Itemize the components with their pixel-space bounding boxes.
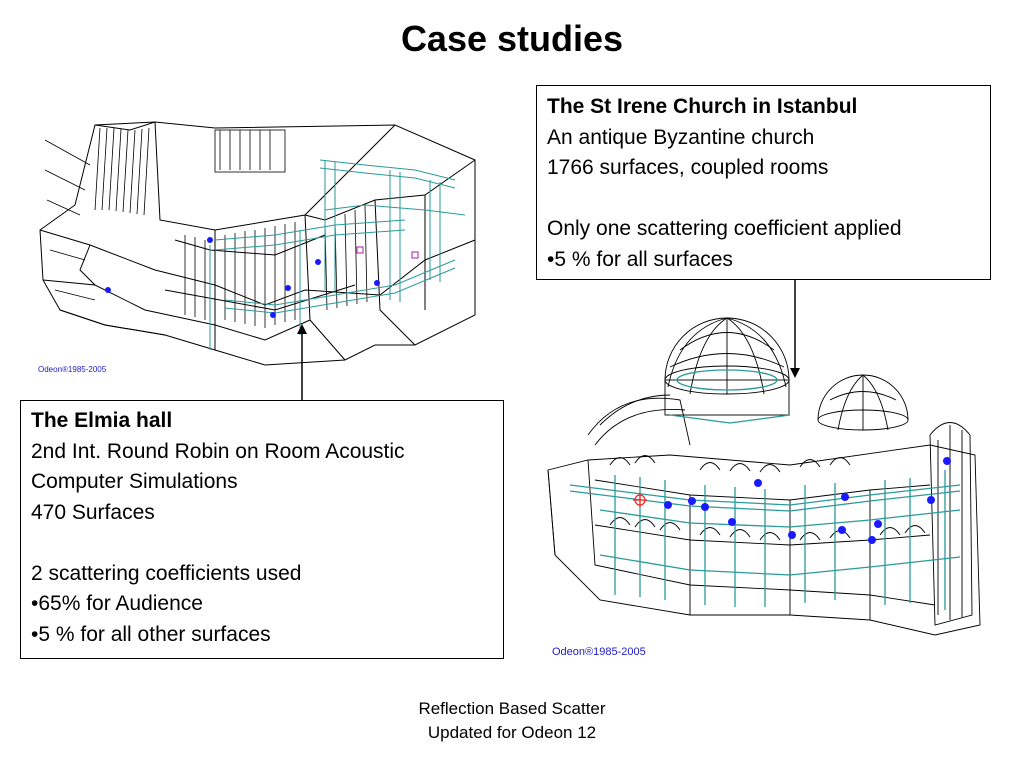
- footer-line-1: Reflection Based Scatter: [418, 699, 606, 718]
- elmia-line-5: •65% for Audience: [31, 592, 203, 615]
- st-irene-info-box: The St Irene Church in Istanbul An antiq…: [536, 85, 991, 280]
- irene-heading: The St Irene Church in Istanbul: [547, 95, 858, 118]
- elmia-pointer-arrow: [297, 324, 307, 402]
- elmia-heading: The Elmia hall: [31, 409, 173, 432]
- elmia-line-1: 2nd Int. Round Robin on Room Acoustic: [31, 439, 405, 463]
- irene-line-4: •5 % for all surfaces: [547, 247, 733, 271]
- elmia-hall-info-box: The Elmia hall 2nd Int. Round Robin on R…: [20, 400, 504, 659]
- elmia-line-3: 470 Surfaces: [31, 500, 155, 524]
- elmia-copyright: Odeon®1985-2005: [38, 365, 107, 374]
- st-irene-church-model-image: Odeon®1985-2005: [547, 317, 981, 658]
- irene-copyright: Odeon®1985-2005: [552, 646, 646, 658]
- elmia-spacer: [31, 528, 493, 559]
- irene-line-2: 1766 surfaces, coupled rooms: [547, 156, 829, 179]
- footer-line-2: Updated for Odeon 12: [427, 723, 597, 742]
- elmia-line-4: 2 scattering coefficients used: [31, 561, 302, 585]
- elmia-hall-model-image: Odeon®1985-2005: [38, 121, 476, 374]
- irene-line-1: An antique Byzantine church: [547, 125, 815, 149]
- slide-title: Case studies: [400, 18, 624, 59]
- irene-pointer-arrow: [790, 280, 800, 378]
- elmia-line-2: Computer Simulations: [31, 470, 238, 493]
- irene-spacer: [547, 184, 980, 215]
- irene-line-3: Only one scattering coefficient applied: [547, 217, 902, 240]
- elmia-line-6: •5 % for all other surfaces: [31, 622, 271, 646]
